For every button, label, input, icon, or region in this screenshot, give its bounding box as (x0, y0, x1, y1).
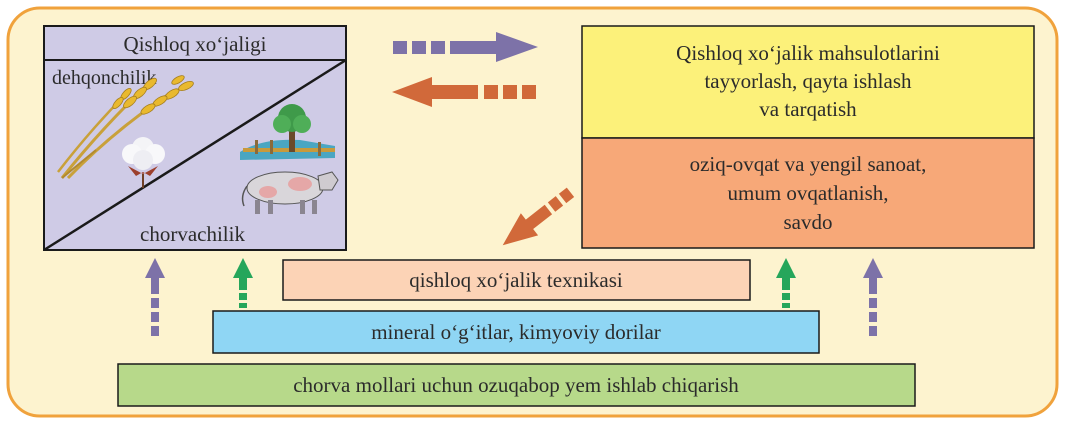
machinery-label: qishloq xo‘jalik texnikasi (409, 268, 623, 292)
feed-label: chorva mollari uchun ozuqabop yem ishlab… (293, 373, 739, 397)
machinery-bar: qishloq xo‘jalik texnikasi (282, 259, 751, 301)
arrow-up-purple-right (863, 258, 883, 336)
wheat-icon (57, 75, 194, 180)
processing-line-2: tayyorlash, qayta ishlash (704, 69, 912, 93)
arrow-to-processing (393, 32, 538, 62)
cotton-icon (122, 137, 165, 188)
arrow-industry-to-machinery (502, 187, 575, 246)
fertilizer-bar: mineral o‘g‘itlar, kimyoviy dorilar (212, 310, 820, 354)
arrow-to-agriculture (392, 77, 536, 107)
industry-line-2: umum ovqatlanish, (728, 181, 889, 205)
tree-icon (240, 104, 335, 160)
processing-line-3: va tarqatish (759, 97, 857, 121)
arrow-up-green-left (233, 258, 253, 308)
crop-farming-label: dehqonchilik (52, 67, 156, 89)
arrow-up-purple-left (145, 258, 165, 336)
processing-line-1: Qishloq xo‘jalik mahsulotlarini (676, 41, 940, 65)
industry-line-1: oziq-ovqat va yengil sanoat, (690, 152, 927, 176)
agriculture-box: Qishloq xo‘jaligi dehqonchilik chorvachi… (43, 25, 347, 252)
livestock-label: chorvachilik (140, 222, 245, 246)
processing-box: Qishloq xo‘jalik mahsulotlarini tayyorla… (581, 25, 1035, 139)
industry-line-3: savdo (784, 210, 833, 234)
fertilizer-label: mineral o‘g‘itlar, kimyoviy dorilar (371, 320, 661, 344)
industry-box: oziq-ovqat va yengil sanoat, umum ovqatl… (581, 137, 1035, 249)
cow-icon (241, 171, 339, 214)
feed-bar: chorva mollari uchun ozuqabop yem ishlab… (117, 363, 916, 407)
arrow-up-green-right (776, 258, 796, 308)
agriculture-title: Qishloq xo‘jaligi (124, 32, 267, 56)
